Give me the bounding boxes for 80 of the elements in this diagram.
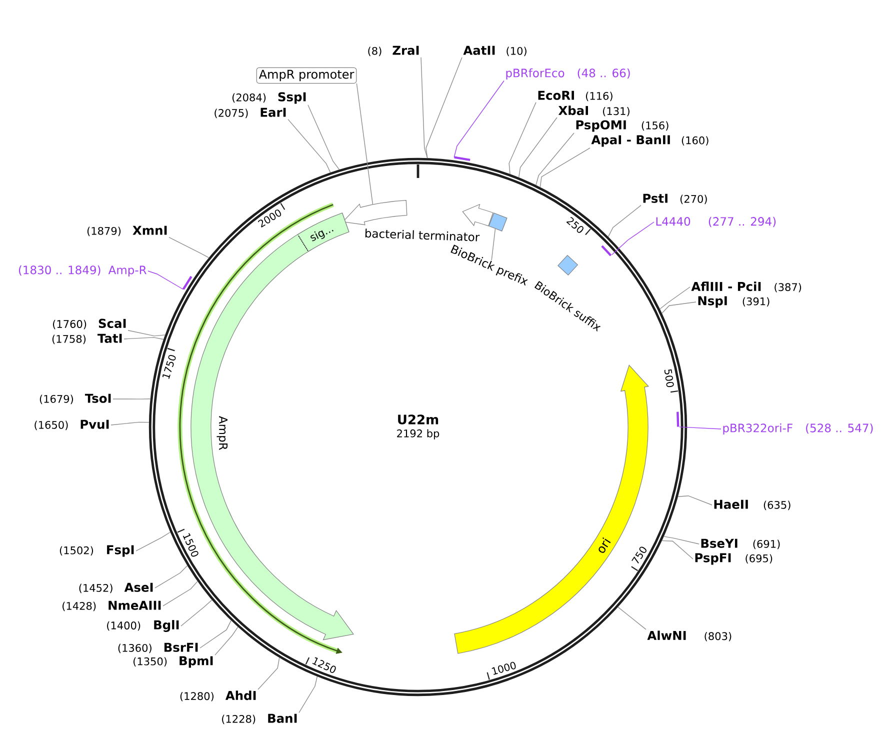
tick-label: 1250 [312,657,336,673]
primer-label: L4440 (277 .. 294) [656,216,776,228]
feature-label: AmpR promoter [256,67,357,84]
primer-mark [182,276,192,290]
leader-line [112,398,151,400]
site-label: EcoRI (116) [538,90,612,102]
leader-line [148,270,184,290]
leader-line [162,580,198,606]
leader-line [612,222,654,256]
leader-line [128,330,166,336]
site-label: ApaI - BanII (160) [591,135,708,147]
leader-line [136,532,171,552]
site-label: (1360) BsrFI [118,642,198,654]
site-label: (8) ZraI [368,46,419,56]
site-label: (2075) EarI [214,108,286,118]
leader-line [180,600,212,626]
leader-line [678,496,712,506]
tick-label: 250 [566,217,584,233]
site-label: XbaI (131) [558,106,630,116]
leader-line [308,104,340,170]
leader-line [491,228,496,261]
tick-label: 1750 [162,354,176,379]
site-label: (1879) XmnI [87,226,167,236]
site-label: (1760) ScaI [53,318,126,330]
leader-line [258,657,280,690]
leader-line [662,540,694,560]
site-label: NspI (391) [698,296,770,308]
leader-line [608,204,642,238]
primer-label: (1830 .. 1849) Amp-R [18,265,146,277]
leader-line [618,606,646,630]
site-label: AflIII - PciI (387) [691,282,802,292]
primer-mark [454,156,470,161]
site-label: AatII (10) [463,46,526,56]
leader-line [679,426,722,430]
site-label: AlwNI (803) [647,630,732,642]
primer-label: pBR322ori-F (528 .. 547) [723,423,873,435]
leader-line [518,117,558,178]
site-label: PspOMI (156) [576,120,668,132]
site-label: HaeII (635) [714,500,790,510]
feature-label: bacterial terminator [365,228,480,242]
leader-line [660,286,690,310]
site-label: BseYI (691) [701,538,780,550]
leader-line [420,56,428,158]
leader-line [356,83,374,205]
site-label: (1502) FspI [60,545,134,557]
feature-arrow [342,200,408,226]
site-label: (1758) TatI [52,334,122,344]
leader-line [200,620,232,648]
leader-line [536,132,574,186]
leader-line [110,422,150,426]
primer-mark [601,245,612,256]
tick-label: 1500 [182,533,198,557]
site-label: (1280) AhdI [180,690,256,702]
leader-line [508,102,536,174]
feature-segment: sig... [297,212,350,252]
site-label: (1452) AseI [79,582,153,594]
site-label: (1679) TsoI [40,394,111,404]
site-label: (2084) SspI [232,92,306,104]
tick-label: 500 [664,369,674,388]
site-label: (1650) PvuI [34,420,109,430]
leader-line [454,80,504,158]
site-label: (1228) BanI [222,714,297,724]
leader-line [168,236,210,258]
site-label: PstI (270) [643,194,707,204]
primer-mark [676,412,680,427]
feature-label: AmpR [216,416,228,450]
primer-label: pBRforEco (48 .. 66) [506,68,630,80]
leader-line [426,56,462,158]
site-label: (1400) BglI [107,620,179,632]
leader-line [288,118,331,173]
leader-line [124,337,164,340]
leader-line [154,565,188,588]
site-label: PspFI (695) [695,553,772,565]
leader-line [298,676,318,713]
leader-line [662,302,696,314]
site-label: (1428) NmeAIII [62,600,161,612]
leader-line [540,148,590,188]
site-label: (1350) BpmI [134,656,213,668]
leader-line [663,536,700,544]
leader-line [214,626,238,656]
